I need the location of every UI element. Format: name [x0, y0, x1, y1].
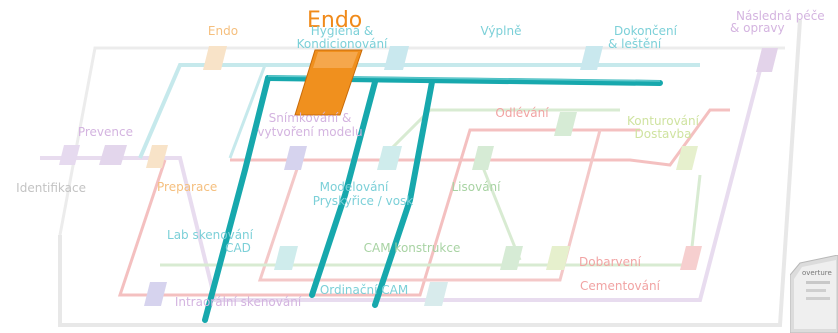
endo-track: [138, 63, 700, 159]
outer-frame-line: [58, 46, 785, 236]
label-nasledna-line1: Následná péče: [736, 9, 825, 23]
green-track: [478, 159, 522, 261]
node-box-snimkovani: [284, 146, 307, 170]
node-box-lab: [274, 246, 298, 270]
label-hygiena-line1: Hygiena &: [310, 24, 374, 38]
label-dobarveni: Dobarvení: [579, 255, 641, 269]
label-konturovani-line1: Konturování: [627, 114, 699, 128]
label-odlevani: Odlévání: [495, 106, 549, 120]
node-box-endo: [203, 46, 227, 70]
node-box-cementovani: [680, 246, 702, 270]
node-box-cam: [500, 246, 523, 270]
label-hygiena-line2: Kondicionování: [296, 37, 388, 51]
diagram-title: Endo: [307, 8, 363, 33]
label-modelovani-line2: Pryskyřice / vosk: [312, 194, 414, 208]
label-modelovani-line1: Modelování: [319, 180, 389, 194]
label-konturovani-line2: Dostavba: [634, 127, 692, 141]
label-cam-konstrukce: CAM konstrukce: [363, 241, 461, 255]
label-lab-line2: CAD: [225, 241, 251, 255]
node-box-dokonceni: [580, 46, 603, 70]
green-track: [378, 108, 620, 162]
node-box-nasledna: [756, 48, 778, 72]
label-cementovani: Cementování: [580, 279, 660, 293]
lab-track: [230, 108, 730, 167]
lab-track: [117, 128, 640, 297]
label-vyplne: Výplně: [480, 24, 522, 38]
label-endo: Endo: [207, 24, 239, 38]
node-box-preparace: [146, 145, 168, 168]
label-identifikace: Identifikace: [16, 181, 86, 195]
prevention-track: [40, 69, 762, 302]
node-box-dobarveni: [546, 246, 570, 270]
node-box-prevence: [59, 145, 80, 165]
node-box-prevence: [99, 145, 127, 165]
label-intraoralni: Intraorální skenování: [174, 295, 302, 309]
node-box-modelovani: [377, 146, 402, 170]
node-box-intraoralni: [144, 282, 167, 306]
label-lab-line1: Lab skenování: [167, 228, 253, 242]
lab-track: [257, 129, 602, 282]
label-ordinacni-cam: Ordinační CAM: [319, 283, 409, 297]
node-box-ordinacni: [424, 282, 448, 306]
label-snimkovani-line1: Snímkování &: [268, 111, 352, 125]
node-box-hygiena: [384, 46, 409, 70]
node-box-odlevani: [554, 112, 577, 136]
label-dokonceni-line1: Dokončení: [614, 24, 677, 38]
outer-frame-line: [58, 19, 802, 327]
label-preparace: Preparace: [157, 180, 218, 194]
label-nasledna-line2: & opravy: [730, 21, 785, 35]
node-box-lisovani: [472, 146, 494, 170]
endo-track: [228, 64, 267, 159]
label-snimkovani-line2: vytvoření modelu: [257, 125, 363, 139]
label-dokonceni-line2: & leštění: [608, 37, 662, 51]
book-thumbnail: overture: [790, 255, 838, 333]
book-cover-text: overture: [802, 269, 832, 277]
label-prevence: Prevence: [77, 125, 133, 139]
label-lisovani: Lisování: [451, 180, 501, 194]
node-box-konturovani: [676, 146, 698, 170]
